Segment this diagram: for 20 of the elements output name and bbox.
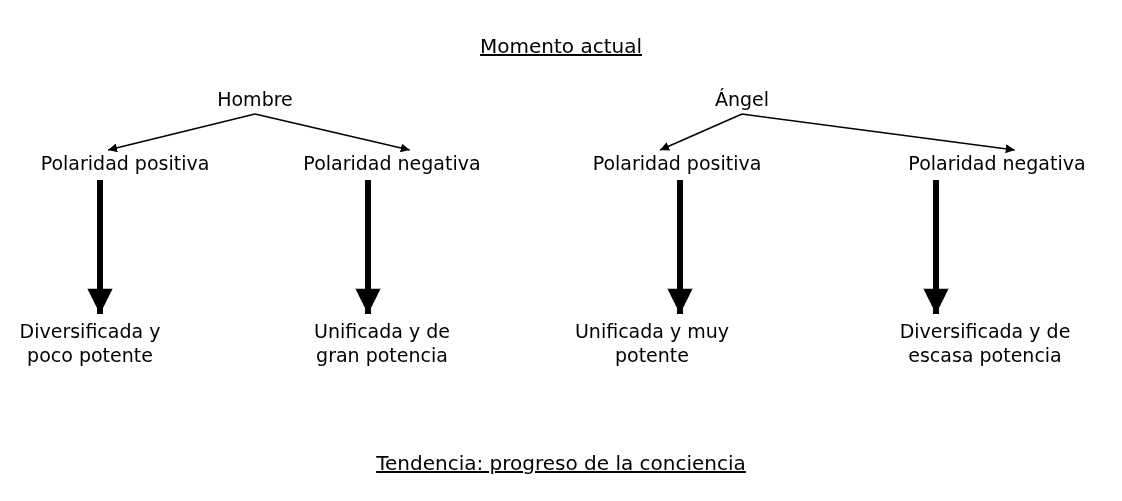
arrow — [667, 180, 693, 314]
diagram-title: Momento actual — [480, 34, 642, 58]
node-label: Polaridad negativa — [908, 152, 1086, 176]
arrow — [254, 113, 411, 153]
node-label: Polaridad negativa — [303, 152, 481, 176]
arrow — [107, 113, 256, 153]
node-label: Diversificada y de escasa potencia — [885, 320, 1085, 368]
arrow — [87, 180, 113, 314]
node-label: Hombre — [217, 88, 293, 112]
node-label: Ángel — [714, 88, 770, 112]
node-label: Unificada y muy potente — [562, 320, 742, 368]
arrow — [923, 180, 949, 314]
node-label: Unificada y de gran potencia — [292, 320, 472, 368]
node-label: Polaridad positiva — [40, 152, 210, 176]
node-label: Polaridad positiva — [592, 152, 762, 176]
arrow — [355, 180, 381, 314]
arrow — [659, 113, 743, 151]
diagram-caption: Tendencia: progreso de la conciencia — [376, 451, 746, 475]
node-label: Diversificada y poco potente — [5, 320, 175, 368]
arrow — [741, 113, 1016, 154]
